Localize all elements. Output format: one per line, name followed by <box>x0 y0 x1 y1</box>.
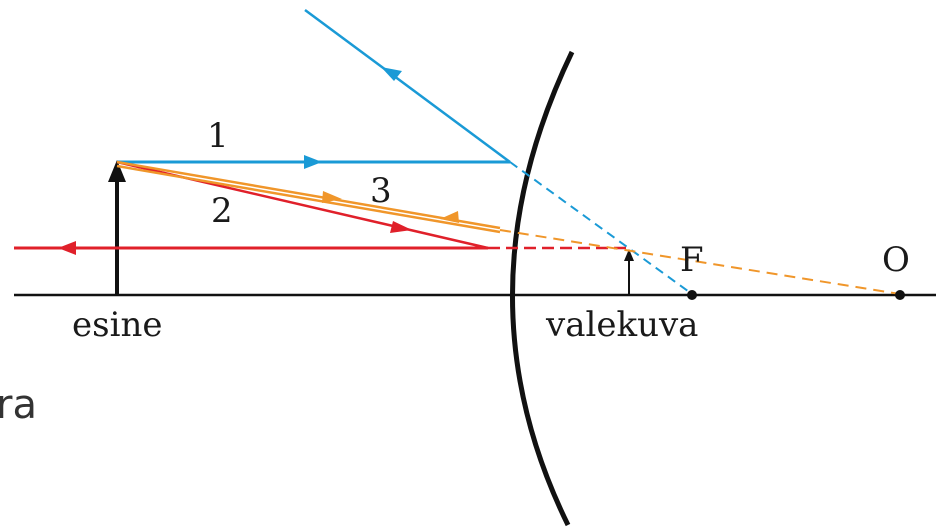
ray-2-label: 2 <box>211 191 233 231</box>
ray-3-incident <box>116 160 501 230</box>
ray-1-label: 1 <box>207 116 229 156</box>
virtual-image-arrow-head <box>624 249 634 261</box>
ray-2-incident-arrow <box>390 221 412 233</box>
object-arrow-head <box>108 160 126 182</box>
ray-3-reflected <box>116 164 501 234</box>
center-of-curvature-label: O <box>882 240 910 280</box>
ray-3-reflected-arrow <box>440 211 459 223</box>
center-of-curvature-dot <box>895 290 905 300</box>
cut-off-text: ra <box>0 382 37 428</box>
ray-3-incident-arrow <box>322 191 342 203</box>
ray-1-reflected-arrow <box>381 67 402 81</box>
focal-point-dot <box>687 290 697 300</box>
ray-1-incident-arrow <box>304 155 322 169</box>
virtual-image-label: valekuva <box>545 305 698 345</box>
ray-3-label: 3 <box>370 171 392 211</box>
ray-3-extension <box>499 229 901 295</box>
convex-mirror <box>510 50 575 527</box>
focal-point-label: F <box>680 240 704 280</box>
ray-1-extension <box>509 161 693 295</box>
ray-2-reflected-arrow <box>58 241 76 255</box>
object-label: esine <box>72 305 162 345</box>
ray-1-reflected <box>304 8 511 164</box>
